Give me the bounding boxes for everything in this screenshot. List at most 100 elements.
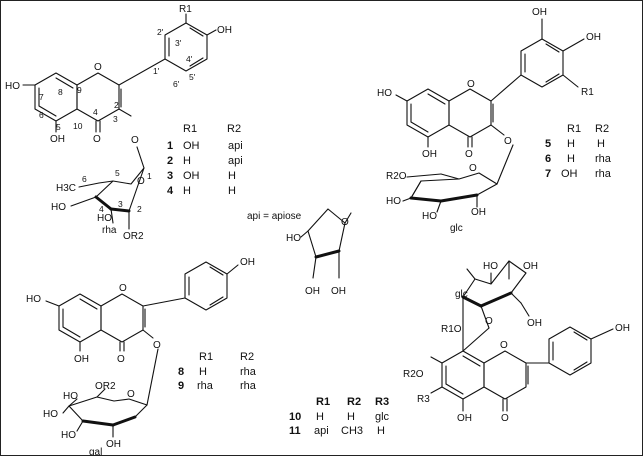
panel-d-5-oh: OH <box>457 413 472 424</box>
panel-d-ho-top: HO <box>483 261 498 272</box>
panel-d-row1-r1: H <box>316 411 324 423</box>
panel-b-header-r1: R1 <box>567 123 581 135</box>
panel-d-table: R1 R2 R3 10 H H glc 11 api CH3 H <box>289 396 390 437</box>
panel-a-row4-r1: H <box>183 185 191 197</box>
panel-b-row3-r2: rha <box>595 168 612 180</box>
panel-b-4-oxo: O <box>465 149 473 160</box>
panel-d-r1o: R1O <box>441 324 462 335</box>
panel-a-pos-9: 9 <box>77 85 82 95</box>
panel-d-sugar-oxygen: O <box>485 316 493 327</box>
panel-c-a-ring <box>58 293 102 343</box>
panel-a-row1-r1: OH <box>183 140 200 152</box>
panel-b-row2-r2: rha <box>595 153 612 165</box>
panel-a-sugar-pos-4: 4 <box>99 204 104 214</box>
panel-b-b-ring <box>520 38 564 88</box>
panel-a-pos-10: 10 <box>73 121 83 131</box>
panel-a-sugar-h3c: H3C <box>56 183 76 194</box>
panel-c-header-r2: R2 <box>240 351 254 363</box>
panel-c-sugar-oxygen: O <box>127 389 135 400</box>
apiose-structure: api = apiose O HO OH OH <box>247 208 352 297</box>
panel-b-sugar-ho-a: HO <box>386 196 401 207</box>
panel-a-row4-r2: H <box>228 185 236 197</box>
panel-d-a-ring <box>441 350 485 400</box>
panel-a-pos-2p: 2' <box>157 27 164 37</box>
panel-a-pos-7: 7 <box>39 92 44 102</box>
panel-a-pos-4p: 4' <box>186 54 193 64</box>
panel-c-sugar-name: gal <box>89 447 102 456</box>
panel-b-r1-label: R1 <box>581 87 594 98</box>
panel-c-sugar-oh-d: OH <box>106 439 121 450</box>
panel-b-table: R1 R2 5 H H 6 H rha 7 OH rha <box>545 123 612 180</box>
panel-a-sugar-pos-3: 3 <box>118 199 123 209</box>
panel-b-ring-oxygen: O <box>467 79 475 90</box>
panel-b-sugar-name: glc <box>450 223 463 234</box>
panel-a-r1-label: R1 <box>179 4 192 15</box>
panel-c-sugar-ho-b: HO <box>43 409 58 420</box>
panel-c-link-oxygen: O <box>153 340 161 351</box>
panel-b-5-oh: OH <box>422 149 437 160</box>
panel-b-a-ring <box>406 88 450 138</box>
panel-d-row2-r1: api <box>314 425 329 437</box>
panel-c-sugar-ho-c: HO <box>61 430 76 441</box>
panel-a-sugar-ho-3: HO <box>97 213 112 224</box>
panel-c-c-ring <box>100 293 144 343</box>
panel-a-pos-5: 5 <box>56 122 61 132</box>
panel-a-header-r1: R1 <box>183 123 197 135</box>
panel-a-sugar-pos-5: 5 <box>115 168 120 178</box>
panel-d-r2o: R2O <box>403 369 424 380</box>
panel-d-4-oxo: O <box>501 413 509 424</box>
panel-c-ring-oxygen: O <box>119 283 127 294</box>
compound-number: 3 <box>167 170 173 182</box>
panel-b-c-ring <box>448 88 492 138</box>
panel-b-link-oxygen: O <box>504 136 512 147</box>
panel-d-row2-r3: H <box>377 425 385 437</box>
panel-b-row1-r2: H <box>597 138 605 150</box>
compound-number: 6 <box>545 153 551 165</box>
panel-b-row1-r1: H <box>567 138 575 150</box>
panel-d-ring-oxygen: O <box>500 340 508 351</box>
apiose-ho: HO <box>286 233 301 244</box>
panel-b-sugar-ho-b: HO <box>422 211 437 222</box>
panel-a-4-oxo: O <box>93 134 101 145</box>
panel-c-row1-r1: H <box>199 366 207 378</box>
panel-a-sugar-oxygen: O <box>137 176 145 187</box>
panel-a-7-oh: HO <box>5 81 20 92</box>
panel-a-structure: R1 OH HO OH O O O 2' 3' 4' 5' 6' 1' 2 3 … <box>5 4 232 242</box>
panel-d-row1-r3: glc <box>375 411 390 423</box>
compound-number: 8 <box>178 366 184 378</box>
panel-a-5-oh: OH <box>50 134 65 145</box>
apiose-caption: api = apiose <box>247 211 302 222</box>
panel-b-row3-r1: OH <box>561 168 578 180</box>
panel-d-c-ring <box>483 350 527 400</box>
compound-number: 4 <box>167 185 174 197</box>
panel-a-pos-5p: 5' <box>189 72 196 82</box>
panel-b-header-r2: R2 <box>595 123 609 135</box>
panel-c-galactose <box>68 396 148 426</box>
panel-d-structure: HO OH glc R1O O OH R2O R3 O OH O OH <box>403 260 630 424</box>
panel-a-pos-4: 4 <box>93 107 98 117</box>
panel-a-pos-3p: 3' <box>175 38 182 48</box>
panel-c-row2-r2: rha <box>240 380 257 392</box>
panel-d-header-r2: R2 <box>347 396 361 408</box>
panel-a-link-oxygen: O <box>131 135 139 146</box>
panel-a-pos-3: 3 <box>113 114 118 124</box>
panel-d-oh-top: OH <box>523 261 538 272</box>
panel-a-sugar-pos-6: 6 <box>82 174 87 184</box>
panel-c-b-ring <box>184 261 228 311</box>
apiose-oh-a: OH <box>305 286 320 297</box>
apiose-oh-b: OH <box>331 286 346 297</box>
panel-d-sugar-oh-c: OH <box>527 318 542 329</box>
apiose-ring-oxygen: O <box>341 217 349 228</box>
panel-d-4p-oh: OH <box>615 323 630 334</box>
panel-a-pos-1p: 1' <box>153 66 160 76</box>
panel-b-sugar-oxygen: O <box>469 163 477 174</box>
panel-a-sugar-ho-4: HO <box>51 202 66 213</box>
panel-a-row3-r1: OH <box>183 170 200 182</box>
panel-c-7-ho: HO <box>26 294 41 305</box>
compound-number: 9 <box>178 380 184 392</box>
panel-a-sugar-or2: OR2 <box>123 231 144 242</box>
panel-a-pos-6: 6 <box>39 110 44 120</box>
panel-d-row1-r2: H <box>347 411 355 423</box>
